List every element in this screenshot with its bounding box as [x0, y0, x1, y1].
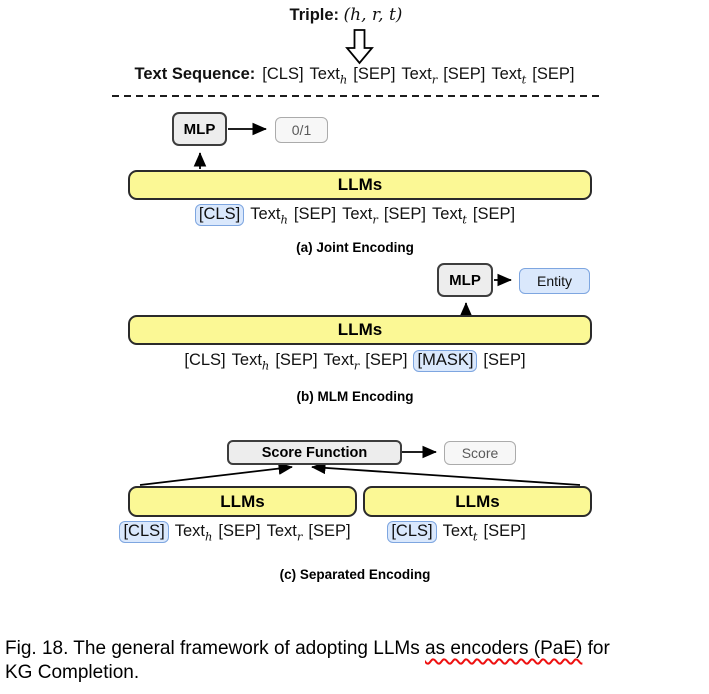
- figure-caption: Fig. 18. The general framework of adopti…: [5, 637, 707, 685]
- mlm-caption: (b) MLM Encoding: [296, 389, 414, 404]
- joint-mlp-label: MLP: [183, 120, 216, 138]
- separated-llm-bar-right: LLMs: [363, 486, 592, 517]
- mlm-llm-bar: LLMs: [128, 315, 592, 345]
- mlm-mlp-label: MLP: [449, 271, 481, 289]
- score-label: Score: [461, 445, 499, 461]
- token: [SEP]: [218, 522, 261, 540]
- token: [SEP]: [275, 351, 318, 369]
- arrow-c-llm-right-to-scorefn: [311, 461, 581, 486]
- figure-caption-spellcheck-squiggle: as encoders (PaE): [425, 638, 583, 659]
- figure-caption-text-before: Fig. 18. The general framework of adopti…: [5, 638, 425, 659]
- joint-mlp-box: MLP: [172, 112, 227, 146]
- mlm-llm-label: LLMs: [337, 320, 383, 339]
- joint-llm-bar: LLMs: [128, 170, 592, 200]
- separated-caption: (c) Separated Encoding: [279, 567, 431, 582]
- joint-output-box: 0/1: [275, 117, 328, 143]
- token: [SEP]: [308, 522, 351, 540]
- mlm-entity-label: Entity: [536, 273, 572, 289]
- joint-token-row: [CLS]Texth [SEP] Textr [SEP] Textt [SEP]: [5, 204, 705, 226]
- separated-llm-bar-left: LLMs: [128, 486, 357, 517]
- token: Textt: [432, 205, 467, 227]
- token: [SEP]: [353, 65, 396, 83]
- token-chip: [CLS]: [387, 521, 437, 543]
- joint-caption: (a) Joint Encoding: [296, 240, 414, 255]
- token: Textr: [323, 351, 360, 373]
- separated-llm-left-label: LLMs: [220, 491, 265, 511]
- token: [SEP]: [472, 205, 516, 223]
- block-arrow-down-icon: [345, 29, 374, 65]
- joint-llm-label: LLMs: [337, 175, 383, 194]
- separated-score-box: Score: [444, 441, 516, 465]
- separated-score-function-box: Score Function: [227, 440, 402, 465]
- token: [CLS]: [184, 351, 226, 369]
- joint-output-label: 0/1: [291, 122, 312, 138]
- token-chip: [CLS]: [194, 204, 245, 226]
- token-chip: [MASK]: [413, 350, 478, 372]
- text-sequence-tokens: [CLS] Texth [SEP] Textr [SEP] Textt [SEP]: [262, 65, 574, 86]
- token: Texth: [250, 205, 288, 227]
- token: [SEP]: [383, 205, 427, 223]
- token: [SEP]: [483, 351, 526, 369]
- score-function-label: Score Function: [261, 444, 368, 461]
- mlm-mlp-box: MLP: [437, 263, 493, 297]
- arrow-c-llm-left-to-scorefn: [139, 462, 293, 486]
- token: Textr: [342, 205, 378, 227]
- mlm-token-row: [CLS] Texth [SEP] Textr [SEP] [MASK] [SEP]: [5, 350, 705, 372]
- mlm-entity-box: Entity: [519, 268, 590, 294]
- token: Texth: [174, 522, 213, 544]
- text-sequence-row: Text Sequence: [CLS] Texth [SEP] Textr [SEP]…: [0, 65, 709, 86]
- triple-label: Triple:: [289, 6, 340, 24]
- token: [SEP]: [293, 205, 337, 223]
- token: Textt: [442, 522, 478, 544]
- token: [CLS]: [262, 65, 304, 83]
- token: Texth: [231, 351, 270, 373]
- separated-token-row-right: [CLS]Textt [SEP]: [342, 521, 571, 543]
- separated-llm-right-label: LLMs: [455, 491, 500, 511]
- token: Textt: [491, 65, 527, 87]
- token: [SEP]: [443, 65, 486, 83]
- figure-caption-line2: KG Completion.: [5, 662, 140, 683]
- token: Texth: [309, 65, 348, 87]
- token: [SEP]: [365, 351, 408, 369]
- triple-math: (h, r, t): [343, 5, 403, 25]
- token: Textr: [401, 65, 438, 87]
- token: [SEP]: [532, 65, 575, 83]
- figure-caption-text-after: for: [582, 638, 610, 659]
- token: [SEP]: [483, 522, 526, 540]
- triple-header: Triple: (h, r, t): [0, 5, 692, 25]
- token-chip: [CLS]: [119, 521, 169, 543]
- separated-token-row-left: [CLS]Texth [SEP] Textr [SEP]: [98, 521, 372, 543]
- token: Textr: [266, 522, 303, 544]
- text-sequence-label: Text Sequence:: [134, 65, 256, 83]
